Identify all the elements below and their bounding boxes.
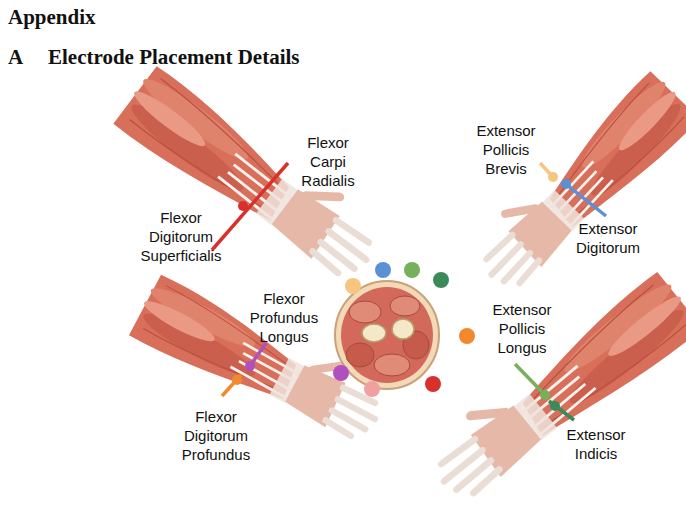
section-heading: Electrode Placement Details <box>48 45 300 69</box>
bone-radius <box>362 324 386 342</box>
electrode-dot <box>433 272 449 288</box>
muscle-slice <box>390 296 420 316</box>
electrode-marker <box>548 172 558 182</box>
muscle-label: Flexor Digitorum Superficialis <box>141 208 222 265</box>
electrode-marker <box>561 179 571 189</box>
electrode-line <box>549 401 574 420</box>
electrode-marker <box>238 201 248 211</box>
electrode-dot <box>404 262 420 278</box>
electrode-marker <box>232 375 242 385</box>
section-number: A <box>8 45 23 69</box>
electrode-line <box>212 163 288 250</box>
electrode-dot <box>333 365 349 381</box>
muscle-label: Flexor Profundus Longus <box>250 289 318 346</box>
electrode-dot <box>375 262 391 278</box>
muscle-label: Flexor Digitorum Profundus <box>182 407 250 464</box>
arm-illustration <box>468 66 686 303</box>
electrode-dot <box>459 328 475 344</box>
arm-illustration <box>423 266 686 505</box>
muscle-label: Extensor Digitorum <box>576 219 640 257</box>
electrode-line <box>222 375 241 396</box>
electrode-marker <box>550 401 560 411</box>
electrode-marker <box>245 361 255 371</box>
arm-illustration <box>111 60 386 294</box>
appendix-heading: Appendix <box>8 5 96 29</box>
electrode-dot <box>364 381 380 397</box>
electrode-marker <box>540 390 550 400</box>
muscle-label: Flexor Carpi Radialis <box>301 133 354 190</box>
cross-section <box>335 281 439 389</box>
muscle-slice <box>374 354 410 376</box>
bone-ulna <box>392 319 414 339</box>
muscle-label: Extensor Pollicis Brevis <box>476 121 535 178</box>
muscle-slice <box>346 343 374 367</box>
muscle-area <box>341 287 433 383</box>
muscle-slice <box>349 301 381 323</box>
electrode-dot <box>425 376 441 392</box>
muscle-label: Extensor Pollicis Longus <box>492 300 551 357</box>
muscle-label: Extensor Indicis <box>566 425 625 463</box>
electrode-dot <box>345 278 361 294</box>
